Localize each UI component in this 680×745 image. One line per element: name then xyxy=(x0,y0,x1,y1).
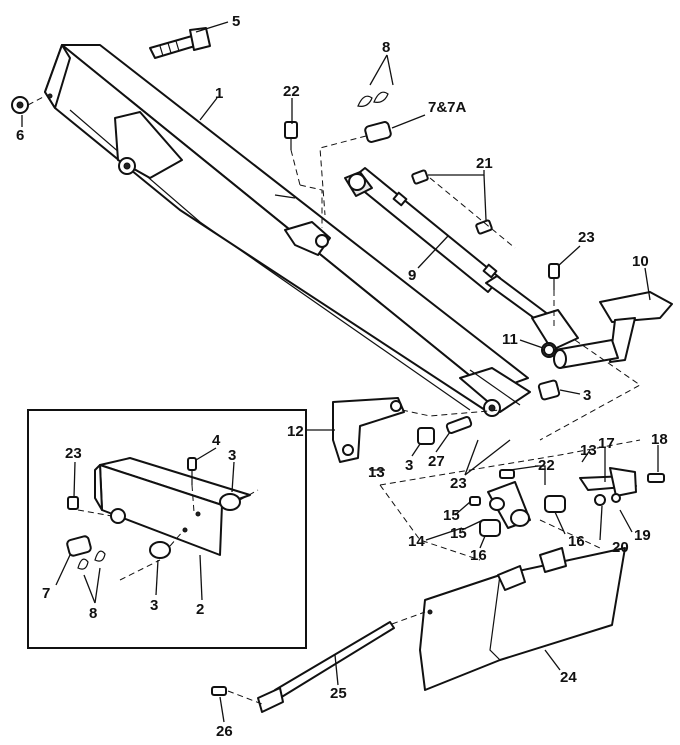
long-rod xyxy=(211,621,395,713)
callout-11: 11 xyxy=(502,331,518,348)
callout-8-inset: 8 xyxy=(89,605,97,622)
leader-lines xyxy=(21,21,659,723)
callout-24: 24 xyxy=(560,669,577,686)
callout-17: 17 xyxy=(598,435,615,452)
bushings-row xyxy=(417,379,561,445)
callout-22-center: 22 xyxy=(538,457,555,474)
callout-3-right: 3 xyxy=(583,387,591,404)
callout-15-lower: 15 xyxy=(450,525,467,542)
callout-3-inset-top: 3 xyxy=(228,447,236,464)
callout-14: 14 xyxy=(408,533,425,550)
callout-12: 12 xyxy=(287,423,304,440)
boom-arm xyxy=(44,44,531,417)
side-bracket xyxy=(332,397,405,463)
swivel-link xyxy=(469,469,566,537)
callout-26: 26 xyxy=(216,723,233,740)
callout-18: 18 xyxy=(651,431,668,448)
callout-23-inset: 23 xyxy=(65,445,82,462)
callout-2: 2 xyxy=(196,601,204,618)
callout-22-top: 22 xyxy=(283,83,300,100)
callout-7-7a: 7&7A xyxy=(428,99,467,116)
callout-labels: 5 1 6 8 22 7&7A 21 9 23 10 11 3 12 13 3 … xyxy=(16,13,668,740)
assembly-lines xyxy=(27,95,641,705)
callout-23-top: 23 xyxy=(578,229,595,246)
pivot-pin xyxy=(579,467,665,506)
callout-13-right: 13 xyxy=(580,442,597,459)
callout-1: 1 xyxy=(215,85,223,102)
callout-20: 20 xyxy=(612,539,629,556)
callout-15-upper: 15 xyxy=(443,507,460,524)
inset-detail-box xyxy=(27,409,307,649)
callout-7: 7 xyxy=(42,585,50,602)
callout-3-center: 3 xyxy=(405,457,413,474)
callout-25: 25 xyxy=(330,685,347,702)
callout-4: 4 xyxy=(212,432,221,449)
callout-13-left: 13 xyxy=(368,464,385,481)
callout-8-top: 8 xyxy=(382,39,390,56)
callout-16-right: 16 xyxy=(568,533,585,550)
callout-5: 5 xyxy=(232,13,240,30)
callout-10: 10 xyxy=(632,253,649,270)
callout-6: 6 xyxy=(16,127,24,144)
callout-16-left: 16 xyxy=(470,547,487,564)
upper-hardware xyxy=(11,27,560,356)
callout-21: 21 xyxy=(476,155,493,172)
blade-shoe xyxy=(419,547,626,691)
callout-9: 9 xyxy=(408,267,416,284)
callout-27: 27 xyxy=(428,453,445,470)
callout-3-inset-bottom: 3 xyxy=(150,597,158,614)
callout-19: 19 xyxy=(634,527,651,544)
callout-23-center: 23 xyxy=(450,475,467,492)
lever-shaft xyxy=(553,291,673,369)
